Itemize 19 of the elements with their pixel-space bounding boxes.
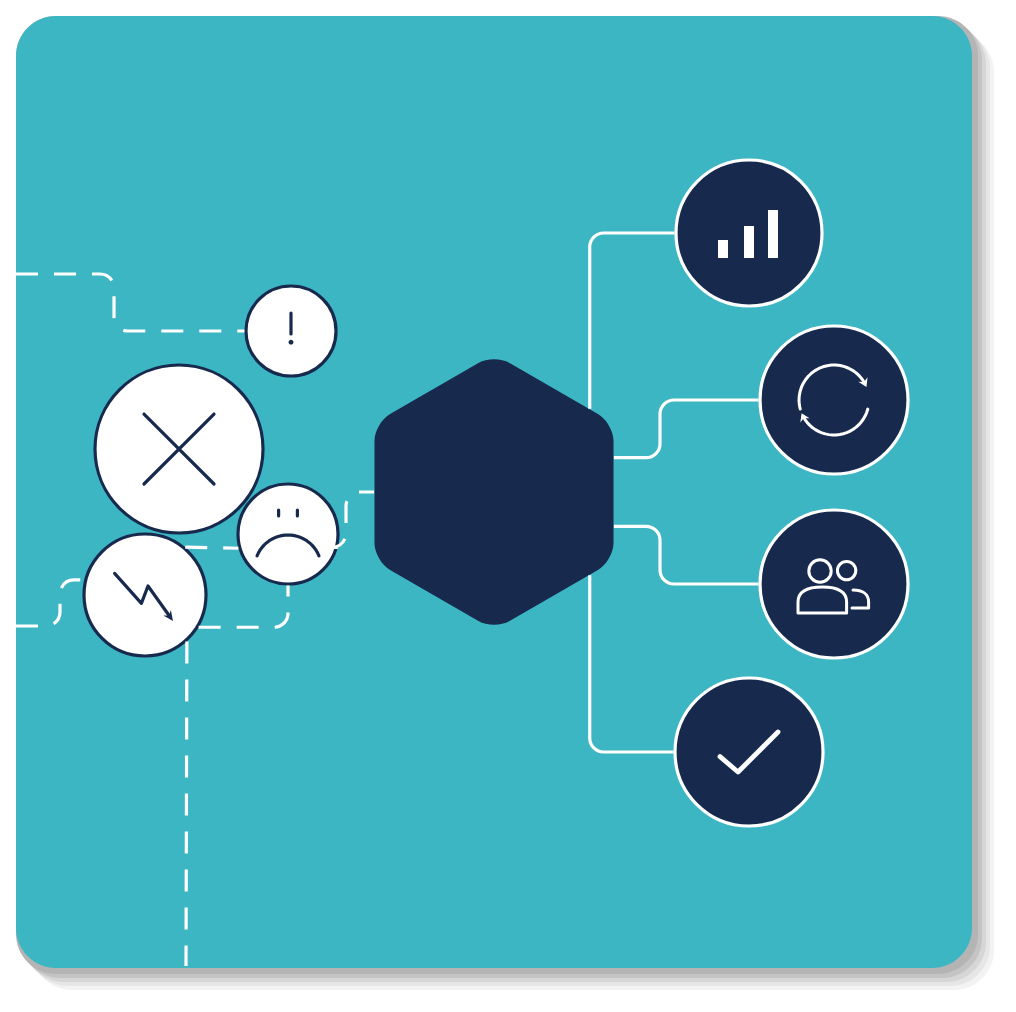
icon-circle [93,363,265,535]
icon-circle [244,284,338,378]
connector-line [613,524,759,586]
icon-circle [82,532,208,658]
dashed-line [185,545,239,550]
hexagon [374,359,614,625]
dashed-line [16,272,245,333]
icon-circle [758,508,910,660]
icon-circle [758,324,910,476]
connector-line [588,575,674,754]
icon-circle [236,482,340,586]
dashed-line [330,490,375,549]
dashed-line [198,585,290,629]
dashed-line [184,641,189,966]
connector-line [613,398,759,460]
icon-circle [674,158,824,308]
icon-circle [673,676,825,828]
dashed-line [16,578,85,628]
connector-line [588,231,675,409]
